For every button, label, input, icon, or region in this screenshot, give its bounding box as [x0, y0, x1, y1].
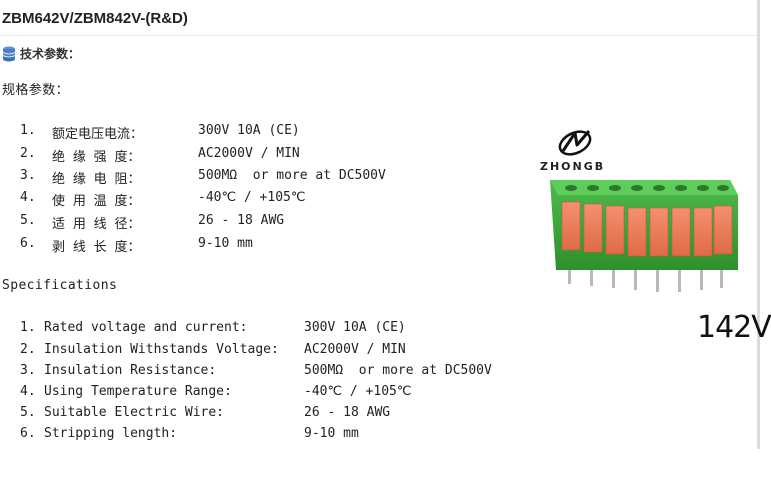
release-levers: [561, 201, 733, 257]
spec-label: 适 用 线 径：: [52, 217, 141, 232]
spec-number: 1.: [20, 320, 36, 335]
title-divider: [0, 35, 760, 36]
spec-value: 26 - 18 AWG: [198, 213, 285, 228]
database-icon: [2, 46, 16, 61]
list-item: 2. 绝 缘 强 度： AC2000V / MIN: [0, 146, 300, 221]
list-item: 5. Suitable Electric Wire: 26 - 18 AWG: [0, 405, 390, 480]
spec-value: 26 - 18 AWG: [304, 405, 391, 420]
spec-value: -40℃ / +105℃: [198, 190, 306, 205]
spec-number: 3.: [20, 168, 36, 183]
spec-label: Insulation Withstands Voltage:: [44, 342, 279, 357]
spec-label: 使 用 温 度：: [52, 194, 141, 209]
spec-value: AC2000V / MIN: [304, 342, 406, 357]
spec-label: 额定电压电流：: [52, 127, 144, 142]
section-label: 技术参数：: [20, 47, 81, 61]
spec-number: 4.: [20, 190, 36, 205]
spec-number: 3.: [20, 363, 36, 378]
spec-label: Insulation Resistance:: [44, 363, 217, 378]
brand-logo: [558, 130, 592, 156]
list-item: 1. Rated voltage and current: 300V 10A (…: [0, 320, 406, 395]
spec-label: Stripping length:: [44, 426, 178, 441]
list-item: 4. Using Temperature Range: -40℃ / +105℃: [0, 384, 411, 459]
spec-number: 6.: [20, 426, 36, 441]
spec-label: 剥 线 长 度：: [52, 240, 141, 255]
spec-number: 1.: [20, 123, 36, 138]
spec-label: Suitable Electric Wire:: [44, 405, 225, 420]
page-edge: [757, 0, 760, 449]
spec-number: 4.: [20, 384, 36, 399]
list-item: 4. 使 用 温 度： -40℃ / +105℃: [0, 190, 305, 265]
model-number: 142V: [697, 310, 771, 345]
spec-number: 2.: [20, 342, 36, 357]
section-header: 技术参数：: [2, 45, 80, 62]
list-item: 5. 适 用 线 径： 26 - 18 AWG: [0, 213, 284, 288]
spec-value: 9-10 mm: [304, 426, 359, 441]
cn-spec-heading: 规格参数：: [2, 83, 70, 98]
brand-name: ZHONGB: [540, 160, 606, 173]
spec-value: 500MΩ or more at DC500V: [198, 168, 386, 183]
list-item: 2. Insulation Withstands Voltage: AC2000…: [0, 342, 406, 417]
spec-label: Using Temperature Range:: [44, 384, 232, 399]
list-item: 6. 剥 线 长 度： 9-10 mm: [0, 236, 253, 311]
spec-value: 300V 10A (CE): [304, 320, 406, 335]
list-item: 6. Stripping length: 9-10 mm: [0, 426, 359, 501]
spec-value: 9-10 mm: [198, 236, 253, 251]
list-item: 3. 绝 缘 电 阻： 500MΩ or more at DC500V: [0, 168, 386, 243]
spec-number: 5.: [20, 405, 36, 420]
spec-label: 绝 缘 强 度：: [52, 150, 141, 165]
wire-entry-holes: [565, 185, 729, 191]
list-item: 3. Insulation Resistance: 500MΩ or more …: [0, 363, 492, 438]
en-spec-heading: Specifications: [2, 278, 118, 293]
spec-value: 500MΩ or more at DC500V: [304, 363, 492, 378]
spec-number: 2.: [20, 146, 36, 161]
spec-number: 5.: [20, 213, 36, 228]
spec-value: -40℃ / +105℃: [304, 384, 412, 399]
list-item: 1. 额定电压电流： 300V 10A (CE): [0, 123, 300, 198]
spec-label: 绝 缘 电 阻：: [52, 172, 141, 187]
terminal-block-image: [550, 180, 738, 292]
spec-value: 300V 10A (CE): [198, 123, 300, 138]
pins: [568, 260, 723, 292]
spec-label: Rated voltage and current:: [44, 320, 248, 335]
spec-number: 6.: [20, 236, 36, 251]
spec-value: AC2000V / MIN: [198, 146, 300, 161]
page-title: ZBM642V/ZBM842V-(R&D): [2, 10, 188, 27]
